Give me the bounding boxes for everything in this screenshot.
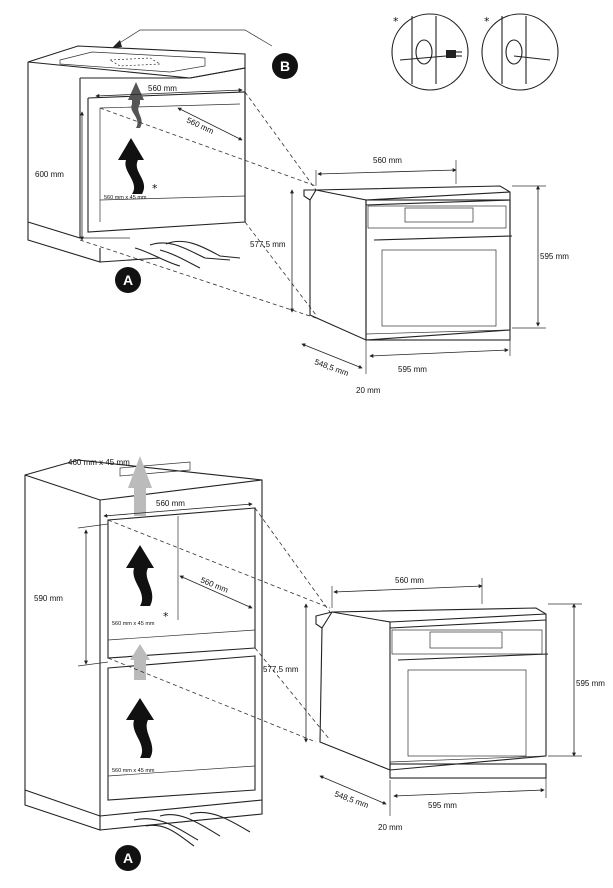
bottom-dim-oven-height <box>548 603 582 757</box>
bottom-dim-niche-height <box>77 523 109 667</box>
bottom-label-vent-upper: 560 mm x 45 mm <box>112 621 155 627</box>
top-label-oven-height-inner: 577,5 mm <box>250 240 286 249</box>
bottom-lower-airflow-arrow <box>126 698 154 758</box>
bottom-dim-cabinet-depth <box>179 575 253 609</box>
top-star-mark: * <box>152 182 158 195</box>
plug-inset-right <box>481 13 559 91</box>
bottom-dim-oven-depth <box>319 775 387 805</box>
top-label-cabinet-height: 600 mm <box>35 170 64 179</box>
top-projection-lines <box>79 91 317 319</box>
bottom-dim-cabinet-width <box>103 502 253 518</box>
bottom-oven <box>315 607 549 779</box>
bottom-label-oven-width-top: 560 mm <box>395 576 424 585</box>
bottom-label-oven-height-inner: 577,5 mm <box>263 665 299 674</box>
bottom-label-door-offset: 20 mm <box>378 823 403 832</box>
svg-text:A: A <box>123 272 133 288</box>
bottom-label-oven-height: 595 mm <box>576 679 605 688</box>
top-inlet-airflow <box>134 240 241 269</box>
top-label-oven-height: 595 mm <box>540 252 569 261</box>
bottom-top-airflow-arrow <box>128 456 152 516</box>
top-airflow-arrow-main <box>118 138 145 194</box>
top-label-vent-opening: 560 mm x 45 mm <box>104 195 147 201</box>
top-label-door-offset: 20 mm <box>356 386 381 395</box>
svg-text:A: A <box>123 850 133 866</box>
bottom-upper-airflow-arrow <box>126 545 154 606</box>
bottom-label-niche-height: 590 mm <box>34 594 63 603</box>
bottom-label-top-vent: 460 mm x 45 mm <box>68 458 130 467</box>
svg-text:B: B <box>280 58 290 74</box>
badge-a-top: A <box>115 267 141 293</box>
top-dim-oven-depth <box>301 343 363 369</box>
bottom-label-oven-depth: 548,5 mm <box>333 789 370 810</box>
bottom-dim-oven-width-bottom <box>389 778 547 816</box>
badge-a-bottom: A <box>115 845 141 871</box>
bottom-star-mark: * <box>163 610 169 623</box>
plug-inset-left <box>391 13 469 91</box>
top-label-cabinet-width: 560 mm <box>148 84 177 93</box>
top-dim-cabinet-depth <box>177 107 243 141</box>
bottom-middle-airflow-arrow <box>130 644 150 680</box>
bottom-label-cabinet-width: 560 mm <box>156 499 185 508</box>
bottom-tall-cabinet <box>24 459 263 831</box>
bottom-label-cabinet-depth: 560 mm <box>199 576 229 595</box>
plug-inset-right-star: * <box>484 15 490 28</box>
top-dim-oven-width-bottom <box>365 330 511 374</box>
bottom-projection-lines <box>107 507 331 743</box>
top-callout-b-leader <box>117 29 273 47</box>
bottom-label-oven-width-bottom: 595 mm <box>428 801 457 810</box>
top-dim-oven-height <box>512 185 546 329</box>
top-label-oven-width-bottom: 595 mm <box>398 365 427 374</box>
bottom-inlet-airflow <box>133 811 251 847</box>
top-label-oven-width-top: 560 mm <box>373 156 402 165</box>
top-dim-oven-width-top <box>315 160 457 186</box>
plug-inset-left-star: * <box>393 15 399 28</box>
bottom-label-vent-lower: 560 mm x 45 mm <box>112 768 155 774</box>
top-oven <box>303 185 513 341</box>
top-dim-cabinet-width <box>95 88 243 98</box>
badge-b: B <box>272 53 298 79</box>
bottom-dim-oven-width-top <box>331 578 483 608</box>
top-label-oven-depth: 548,5 mm <box>313 357 350 378</box>
